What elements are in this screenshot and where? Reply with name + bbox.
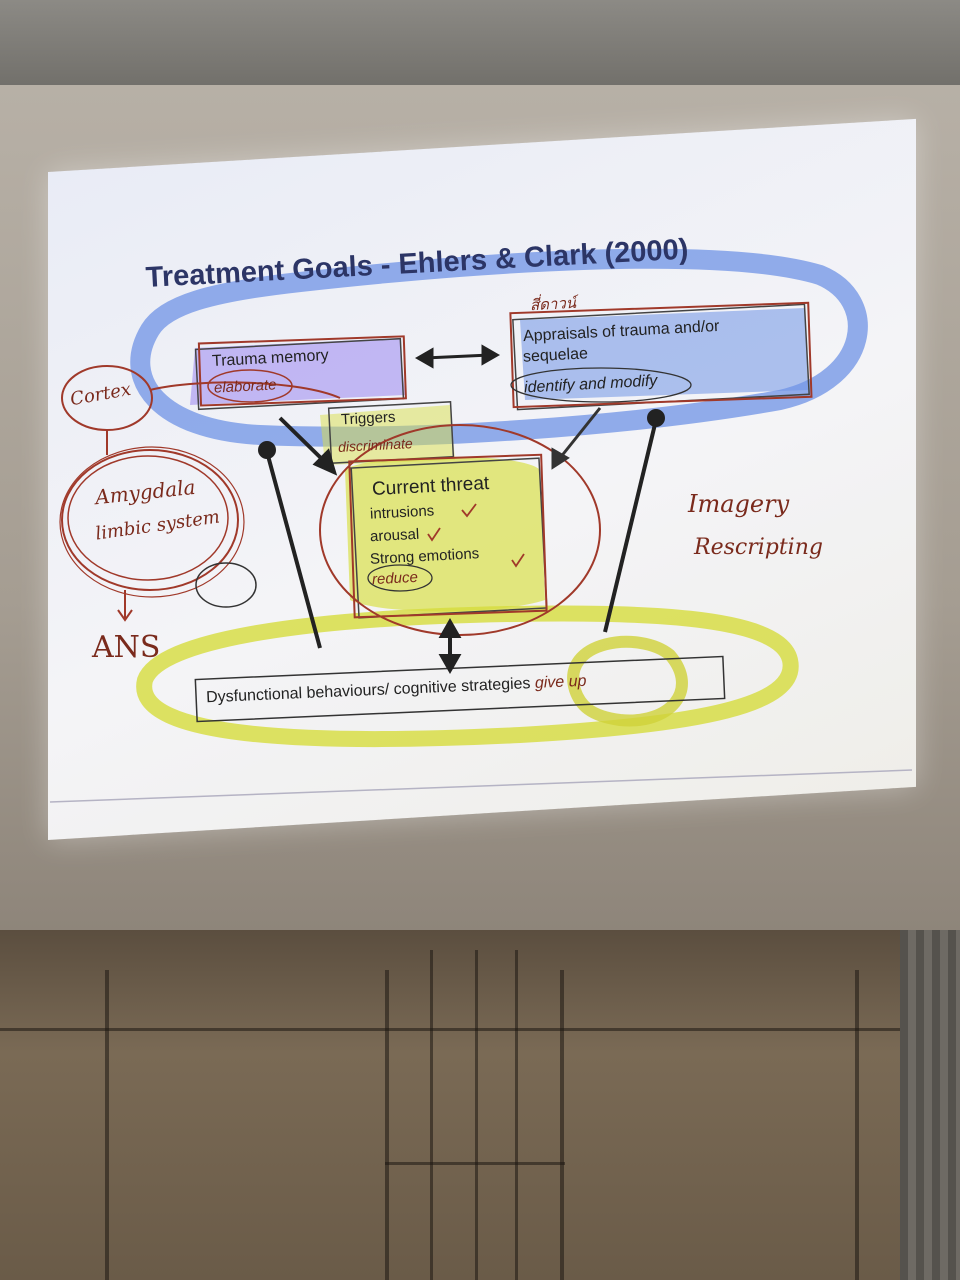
purple-highlight [190,338,405,405]
double-arrow-bottom [438,617,462,675]
lever-right [603,409,665,633]
blue-highlight-oval [130,248,868,447]
arrow-memory-to-threat [278,416,338,476]
yellow-oval [136,605,799,748]
current-threat-action: reduce [371,568,419,589]
note-imagery-line2: Rescripting [694,535,823,560]
yellow-highlight [345,456,545,612]
appraisals-label-line2: sequelae [522,345,589,366]
note-thai: สี่ดาวน์ [529,293,577,315]
trauma-memory-action: elaborate [213,376,277,397]
triggers-label: Triggers [340,408,396,429]
behaviours-box [194,655,726,723]
note-imagery-line1: Imagery [688,490,790,518]
current-threat-box [350,457,548,619]
threat-item-arousal: arousal [369,525,420,546]
blue-fill-highlight [520,308,808,400]
yellow-triggers-highlight [320,405,455,465]
note-ans: ANS [92,630,161,665]
threat-item-intrusions: intrusions [369,502,435,523]
lever-left [258,441,322,649]
wood-panel-wall [0,930,960,1280]
yellow-loop [567,635,688,727]
amygdala-scribble [61,449,239,591]
double-arrow-top [414,344,501,369]
arrow-appraisals-to-threat [551,407,602,470]
red-circle-threat [319,424,601,636]
curtain [900,930,960,1280]
behaviours-action: give up [534,672,587,692]
trauma-memory-box [194,337,405,411]
ceiling-wall [0,0,960,95]
